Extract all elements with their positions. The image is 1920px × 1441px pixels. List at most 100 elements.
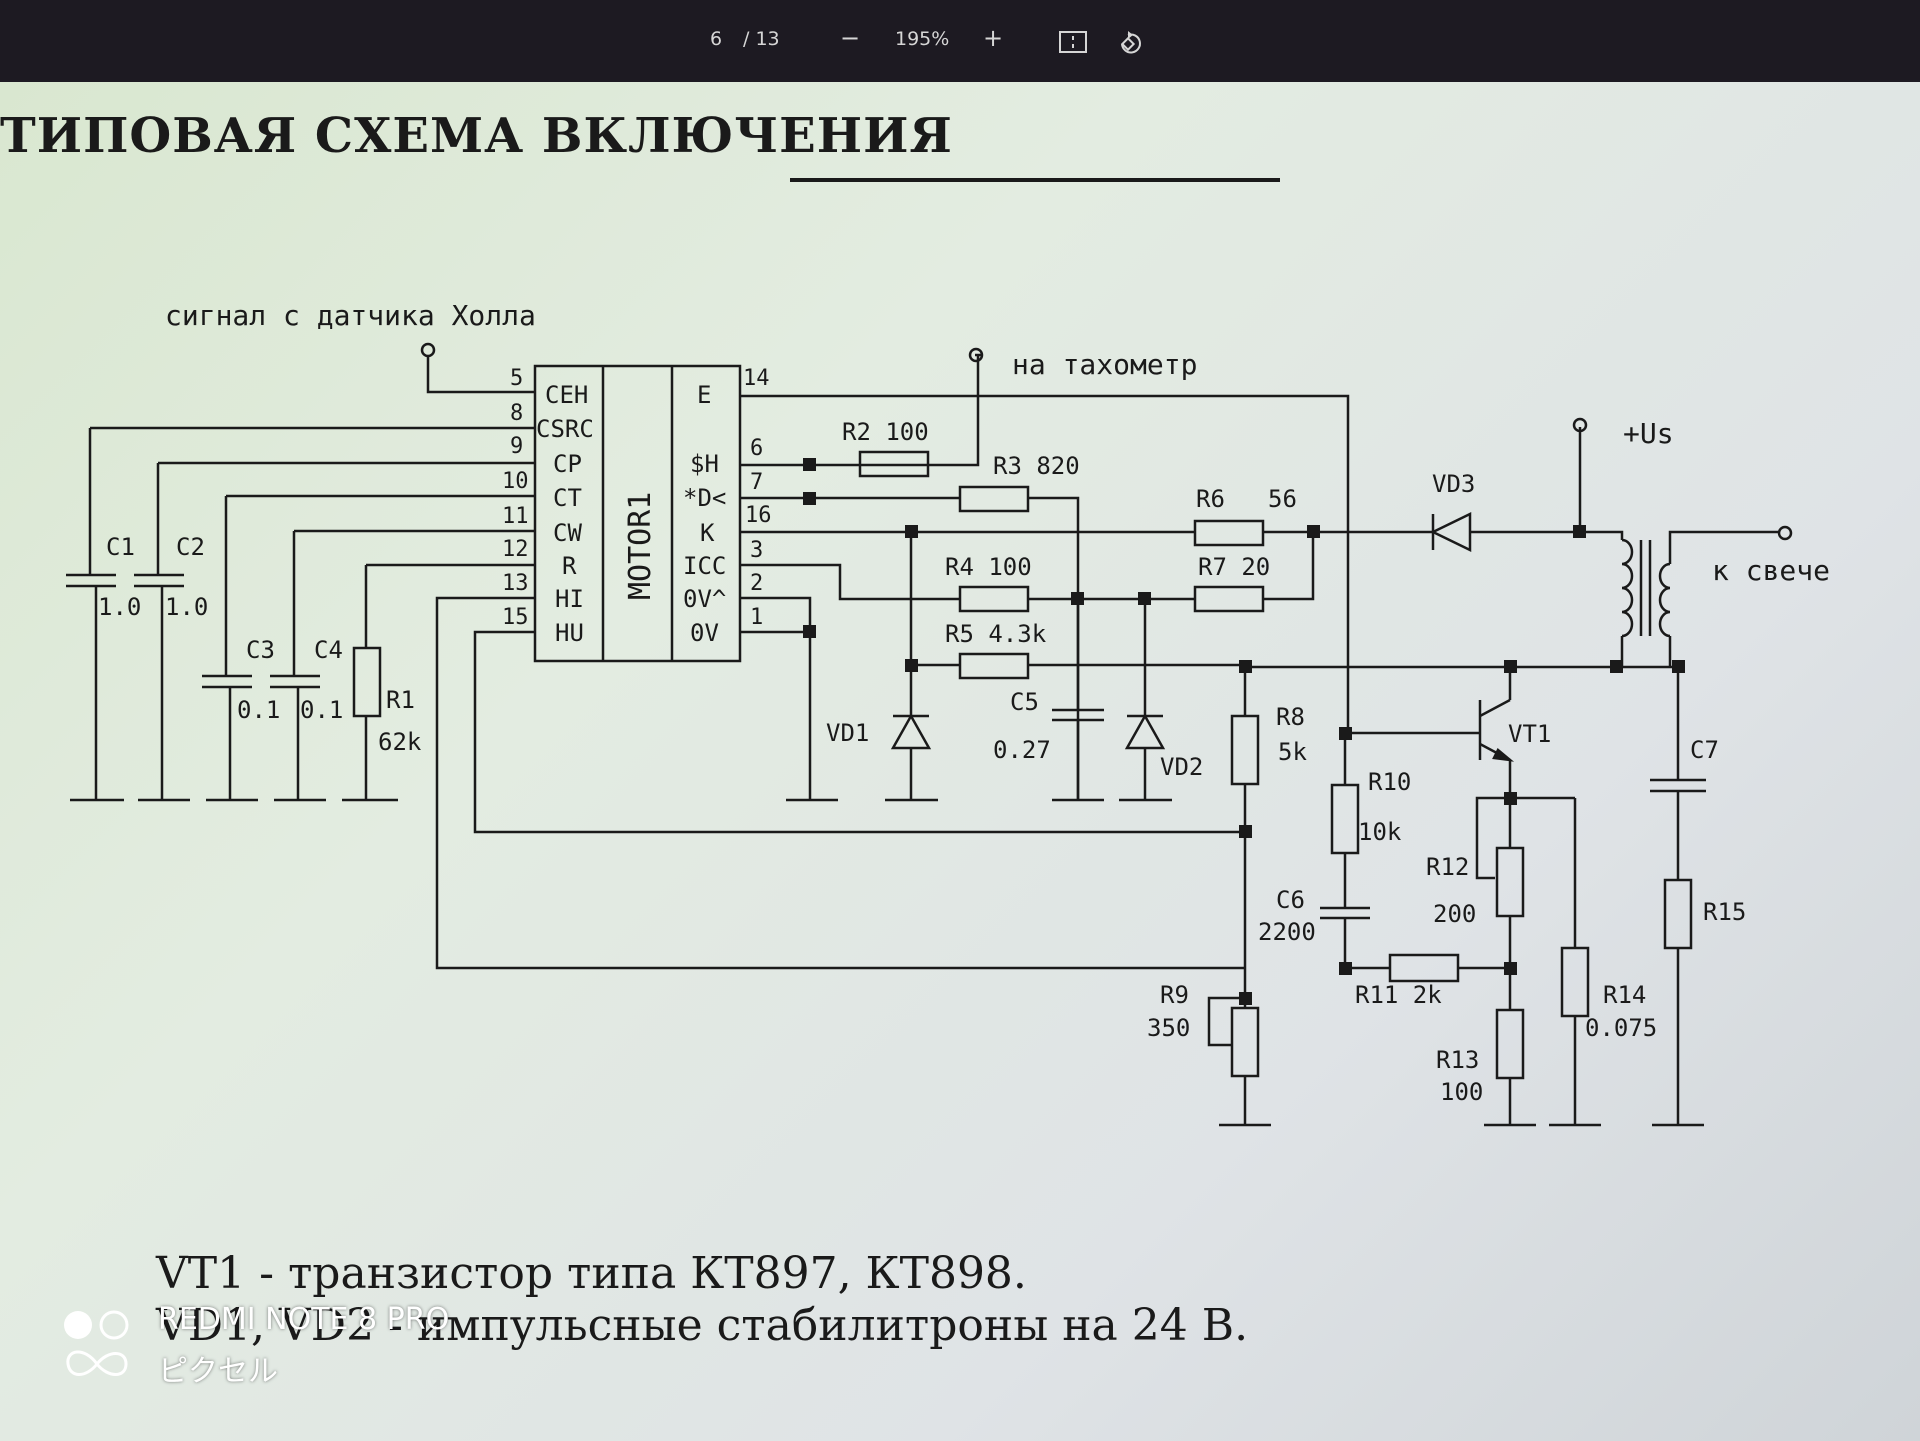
- hall-signal-label: сигнал с датчика Холла: [165, 299, 536, 332]
- pin-name: CT: [553, 484, 582, 512]
- resistor-r4: [958, 585, 1030, 613]
- value-r10: 10k: [1358, 818, 1402, 846]
- pin-name: 0V: [690, 619, 719, 647]
- pin-name: HU: [555, 619, 584, 647]
- value-r13: 100: [1440, 1078, 1483, 1106]
- capacitor-c3: [202, 496, 258, 802]
- watermark-device: REDMI NOTE 8 PRO: [158, 1302, 450, 1337]
- pin-name: R: [562, 552, 577, 580]
- zoom-level[interactable]: 195%: [895, 28, 950, 50]
- value-c5: 0.27: [993, 736, 1051, 764]
- resistor-r11: [1388, 953, 1460, 983]
- label-vd3: VD3: [1432, 470, 1475, 498]
- label-r7: R7 20: [1198, 553, 1270, 581]
- pin-name: K: [700, 519, 715, 547]
- label-r14: R14: [1603, 981, 1646, 1009]
- pin-name: ICC: [683, 552, 726, 580]
- label-r15: R15: [1703, 898, 1746, 926]
- resistor-r9: [1207, 996, 1271, 1127]
- supply-terminal: [1572, 417, 1588, 433]
- resistor-r5: [958, 652, 1030, 680]
- capacitor-c4: [270, 531, 326, 802]
- value-c3: 0.1: [237, 696, 280, 724]
- supply-label: +Us: [1623, 417, 1674, 450]
- pin-num: 16: [745, 503, 772, 528]
- document-page: [0, 82, 1920, 1441]
- value-r8: 5k: [1278, 738, 1307, 766]
- zener-vd2: [1119, 599, 1172, 802]
- resistor-r2: [858, 450, 930, 478]
- label-vd1: VD1: [826, 719, 869, 747]
- label-r12: R12: [1426, 853, 1469, 881]
- label-r1: R1: [386, 686, 415, 714]
- fit-page-icon[interactable]: [1058, 30, 1090, 56]
- pin-num: 6: [750, 436, 763, 461]
- pin-name: CSRC: [536, 415, 594, 443]
- value-r6: 56: [1268, 485, 1297, 513]
- ignition-coil: [1580, 530, 1780, 667]
- resistor-r6: [1193, 519, 1265, 547]
- tachometer-terminal: [968, 347, 984, 363]
- hall-terminal: [420, 342, 436, 358]
- pin-name: *D<: [683, 484, 726, 512]
- resistor-r10: [1330, 733, 1360, 908]
- page-title: ТИПОВАЯ СХЕМА ВКЛЮЧЕНИЯ: [0, 108, 953, 164]
- note-vt1: VT1 - транзистор типа КТ897, КТ898.: [156, 1248, 1027, 1299]
- camera-watermark-icon: [64, 1310, 129, 1376]
- pin-num: 7: [750, 470, 763, 495]
- label-vt1: VT1: [1508, 720, 1551, 748]
- label-r6: R6: [1196, 485, 1225, 513]
- spark-plug-label: к свече: [1712, 554, 1830, 587]
- page-current[interactable]: 6: [710, 28, 723, 50]
- value-r1: 62k: [378, 728, 422, 756]
- value-r12: 200: [1433, 900, 1476, 928]
- resistor-r12: [1495, 798, 1525, 1010]
- value-c2: 1.0: [165, 593, 208, 621]
- pin-num: 10: [502, 469, 529, 494]
- value-c4: 0.1: [300, 696, 343, 724]
- resistor-r13: [1484, 1008, 1536, 1127]
- pin-name: CEH: [545, 381, 588, 409]
- label-vd2: VD2: [1160, 753, 1203, 781]
- junction-dots: [803, 458, 1685, 1005]
- resistor-r8: [1230, 667, 1260, 998]
- watermark-sub: ピクセル: [158, 1354, 278, 1389]
- label-c3: C3: [246, 636, 275, 664]
- pin-name: $H: [690, 450, 719, 478]
- label-c7: C7: [1690, 736, 1719, 764]
- pin-num: 5: [510, 366, 523, 391]
- rotate-icon[interactable]: [1114, 28, 1146, 58]
- capacitor-c7: [1650, 667, 1706, 793]
- label-r5: R5 4.3k: [945, 620, 1047, 648]
- pin-num: 11: [502, 504, 529, 529]
- resistor-r7: [1193, 585, 1265, 613]
- zoom-in-button[interactable]: +: [983, 24, 1004, 52]
- capacitor-c6: [1320, 906, 1370, 968]
- resistor-r14: [1549, 798, 1601, 1127]
- pin-num: 9: [510, 434, 523, 459]
- label-r2: R2 100: [842, 418, 929, 446]
- label-c5: C5: [1010, 688, 1039, 716]
- value-r14: 0.075: [1585, 1014, 1657, 1042]
- zoom-out-button[interactable]: −: [840, 24, 861, 52]
- label-r9: R9: [1160, 981, 1189, 1009]
- resistor-r1: [342, 565, 398, 802]
- resistor-r15: [1652, 791, 1704, 1127]
- pin-num: 3: [750, 538, 763, 563]
- zener-vd1: [885, 665, 938, 802]
- pin-num: 12: [502, 537, 529, 562]
- value-c6: 2200: [1258, 918, 1316, 946]
- capacitor-c5: [1052, 599, 1104, 802]
- pin-num: 1: [750, 605, 763, 630]
- pin-name: CW: [553, 519, 582, 547]
- capacitor-c1: [66, 428, 124, 802]
- pin-name: 0V^: [683, 585, 726, 613]
- spark-plug-terminal: [1777, 525, 1793, 541]
- label-r8: R8: [1276, 703, 1305, 731]
- pin-num: 13: [502, 571, 529, 596]
- tachometer-label: на тахометр: [1012, 348, 1197, 381]
- label-r3: R3 820: [993, 452, 1080, 480]
- value-c1: 1.0: [98, 593, 141, 621]
- label-r4: R4 100: [945, 553, 1032, 581]
